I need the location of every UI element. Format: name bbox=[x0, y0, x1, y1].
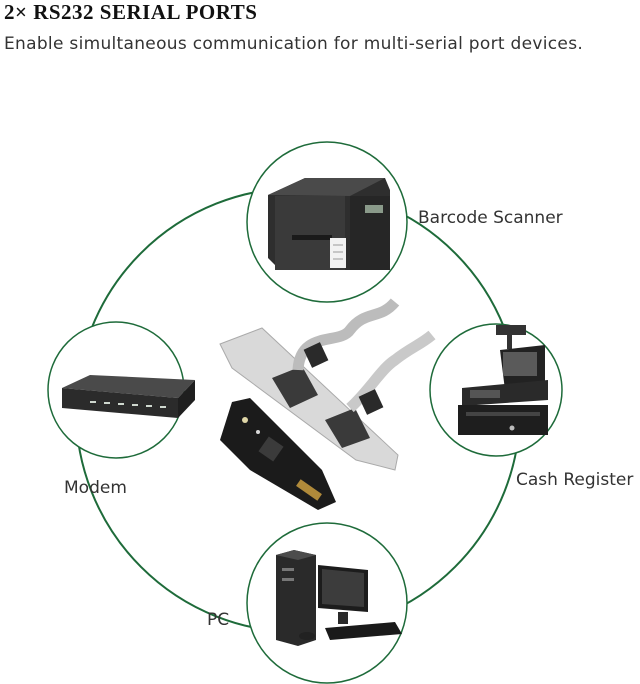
barcode-scanner-node bbox=[246, 141, 408, 303]
pc-image bbox=[276, 550, 402, 646]
page-subtitle: Enable simultaneous communication for mu… bbox=[4, 34, 584, 54]
modem-label: Modem bbox=[64, 478, 127, 498]
cash-register-label: Cash Register bbox=[516, 470, 634, 490]
cash-register-image bbox=[458, 325, 548, 435]
pc-label: PC bbox=[207, 610, 230, 630]
cash-register-node bbox=[429, 323, 563, 457]
barcode-scanner-label: Barcode Scanner bbox=[418, 208, 563, 228]
serial-card-image bbox=[219, 298, 436, 510]
page-title: 2× RS232 SERIAL PORTS bbox=[4, 0, 258, 24]
modem-node bbox=[47, 321, 195, 459]
pc-node bbox=[246, 522, 408, 684]
modem-image bbox=[62, 375, 195, 418]
printer-image bbox=[268, 178, 390, 270]
